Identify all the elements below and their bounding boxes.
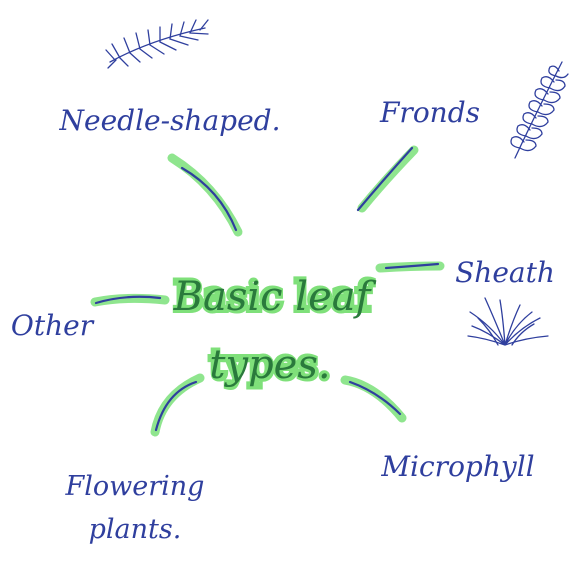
label-microphyll: Microphyll: [380, 450, 534, 483]
needle-leaf-sketch-icon: [106, 20, 208, 68]
label-flowering-line2: plants.: [89, 514, 182, 545]
center-node: Basic leaf Basic leaf types. types.: [173, 274, 377, 388]
connector-fronds: [358, 148, 414, 210]
connector-microphyll: [345, 380, 402, 418]
connector-flowering: [155, 378, 200, 432]
label-sheath: Sheath: [455, 256, 555, 289]
label-needle-shaped: Needle-shaped.: [59, 104, 281, 137]
connector-sheath: [380, 264, 440, 268]
label-flowering-line1: Flowering: [65, 471, 205, 502]
label-other: Other: [11, 309, 95, 342]
label-fronds: Fronds: [379, 96, 480, 129]
connector-needle: [172, 158, 238, 232]
connector-other: [95, 297, 165, 303]
center-title-line1: Basic leaf: [173, 274, 377, 320]
center-title-line2: types.: [209, 342, 330, 388]
fern-frond-sketch-icon: [511, 62, 568, 158]
grass-tuft-sketch-icon: [468, 298, 548, 345]
